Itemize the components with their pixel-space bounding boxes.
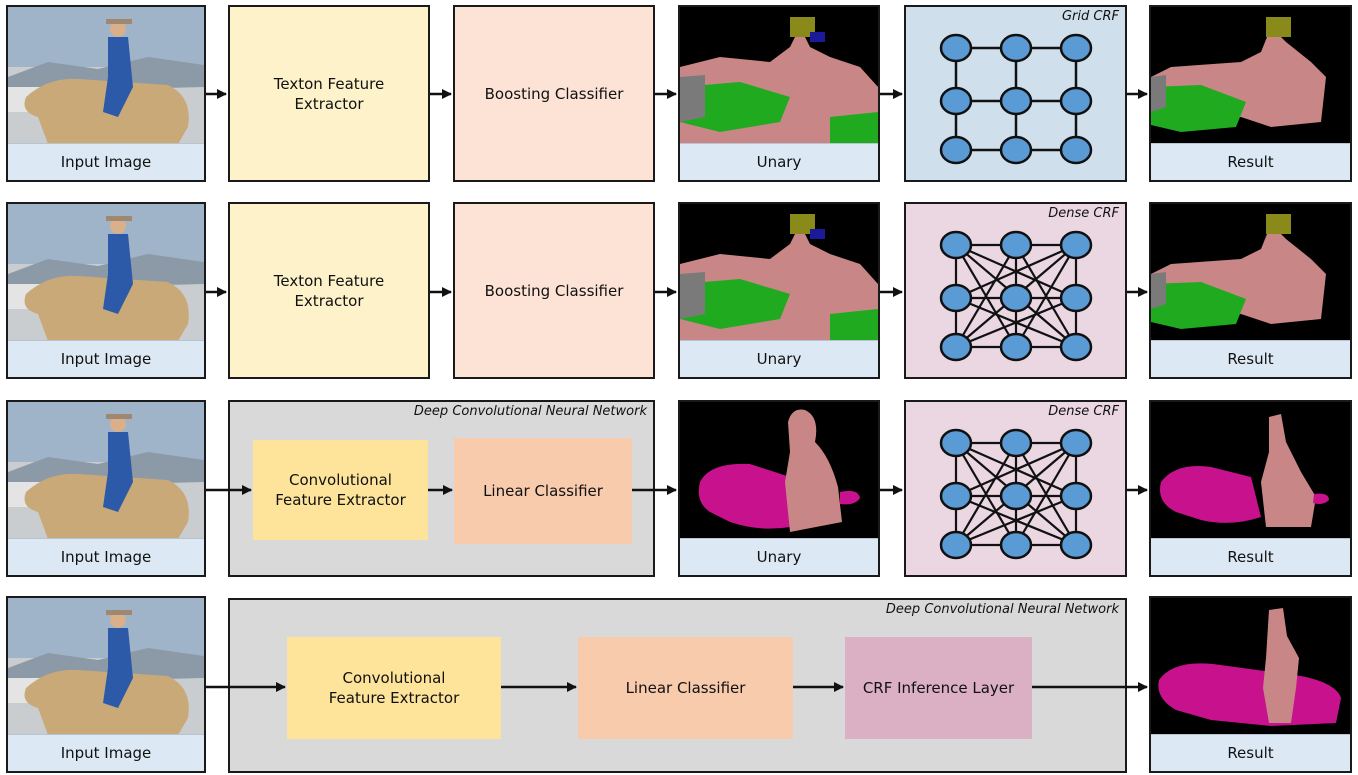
dense-crf-box: Dense CRF xyxy=(904,400,1127,577)
result-caption: Result xyxy=(1151,340,1350,377)
boosting-classifier-label: Boosting Classifier xyxy=(484,84,624,103)
dense-crf-box: Dense CRF xyxy=(904,202,1127,379)
convolutional-feature-extractor-label: Convolutional Feature Extractor xyxy=(275,471,406,509)
unary-segmentation-image xyxy=(680,204,878,341)
cnn-title: Deep Convolutional Neural Network xyxy=(885,602,1119,617)
unary-caption: Unary xyxy=(680,538,878,575)
result-panel: Result xyxy=(1149,400,1352,577)
horse-rider-photo xyxy=(8,402,204,539)
convolutional-feature-extractor-label: Convolutional Feature Extractor xyxy=(328,669,460,707)
texton-feature-extractor-label: Texton Feature Extractor xyxy=(273,271,385,310)
unary-caption: Unary xyxy=(680,143,878,180)
boosting-classifier-box: Boosting Classifier xyxy=(453,5,655,182)
result-caption: Result xyxy=(1151,538,1350,575)
result-panel: Result xyxy=(1149,596,1352,773)
horse-rider-photo xyxy=(8,204,204,341)
texton-feature-extractor-label: Texton Feature Extractor xyxy=(273,74,385,113)
input-image-caption: Input Image xyxy=(8,143,204,180)
convolutional-feature-extractor-box: Convolutional Feature Extractor xyxy=(253,440,428,540)
texton-feature-extractor-box: Texton Feature Extractor xyxy=(228,202,430,379)
unary-segmentation-image xyxy=(680,7,878,144)
result-segmentation-image xyxy=(1151,204,1350,341)
unary-panel: Unary xyxy=(678,400,880,577)
grid-crf-title: Grid CRF xyxy=(1061,9,1119,24)
input-image-panel: Input Image xyxy=(6,400,206,577)
result-caption: Result xyxy=(1151,143,1350,180)
boosting-classifier-label: Boosting Classifier xyxy=(484,281,624,300)
result-segmentation-image xyxy=(1151,598,1350,735)
linear-classifier-box: Linear Classifier xyxy=(578,637,793,739)
result-segmentation-image xyxy=(1151,402,1350,539)
input-image-panel: Input Image xyxy=(6,596,206,773)
convolutional-feature-extractor-box: Convolutional Feature Extractor xyxy=(287,637,501,739)
input-image-caption: Input Image xyxy=(8,734,204,771)
linear-classifier-label: Linear Classifier xyxy=(625,679,746,697)
result-panel: Result xyxy=(1149,202,1352,379)
cnn-title: Deep Convolutional Neural Network xyxy=(413,404,647,419)
grid-crf-graph xyxy=(939,33,1093,165)
horse-rider-photo xyxy=(8,598,204,735)
crf-inference-layer-box: CRF Inference Layer xyxy=(845,637,1032,739)
input-image-panel: Input Image xyxy=(6,202,206,379)
input-image-caption: Input Image xyxy=(8,340,204,377)
result-caption: Result xyxy=(1151,734,1350,771)
grid-crf-box: Grid CRF xyxy=(904,5,1127,182)
result-panel: Result xyxy=(1149,5,1352,182)
boosting-classifier-box: Boosting Classifier xyxy=(453,202,655,379)
unary-caption: Unary xyxy=(680,340,878,377)
input-image-caption: Input Image xyxy=(8,538,204,575)
crf-inference-layer-label: CRF Inference Layer xyxy=(862,679,1015,697)
linear-classifier-box: Linear Classifier xyxy=(454,438,632,544)
dense-crf-title: Dense CRF xyxy=(1048,206,1119,221)
horse-rider-photo xyxy=(8,7,204,144)
linear-classifier-label: Linear Classifier xyxy=(483,482,603,500)
texton-feature-extractor-box: Texton Feature Extractor xyxy=(228,5,430,182)
unary-panel: Unary xyxy=(678,202,880,379)
input-image-panel: Input Image xyxy=(6,5,206,182)
dense-crf-graph xyxy=(939,428,1093,560)
dense-crf-title: Dense CRF xyxy=(1048,404,1119,419)
unary-segmentation-image xyxy=(680,402,878,539)
result-segmentation-image xyxy=(1151,7,1350,144)
dense-crf-graph xyxy=(939,230,1093,362)
unary-panel: Unary xyxy=(678,5,880,182)
